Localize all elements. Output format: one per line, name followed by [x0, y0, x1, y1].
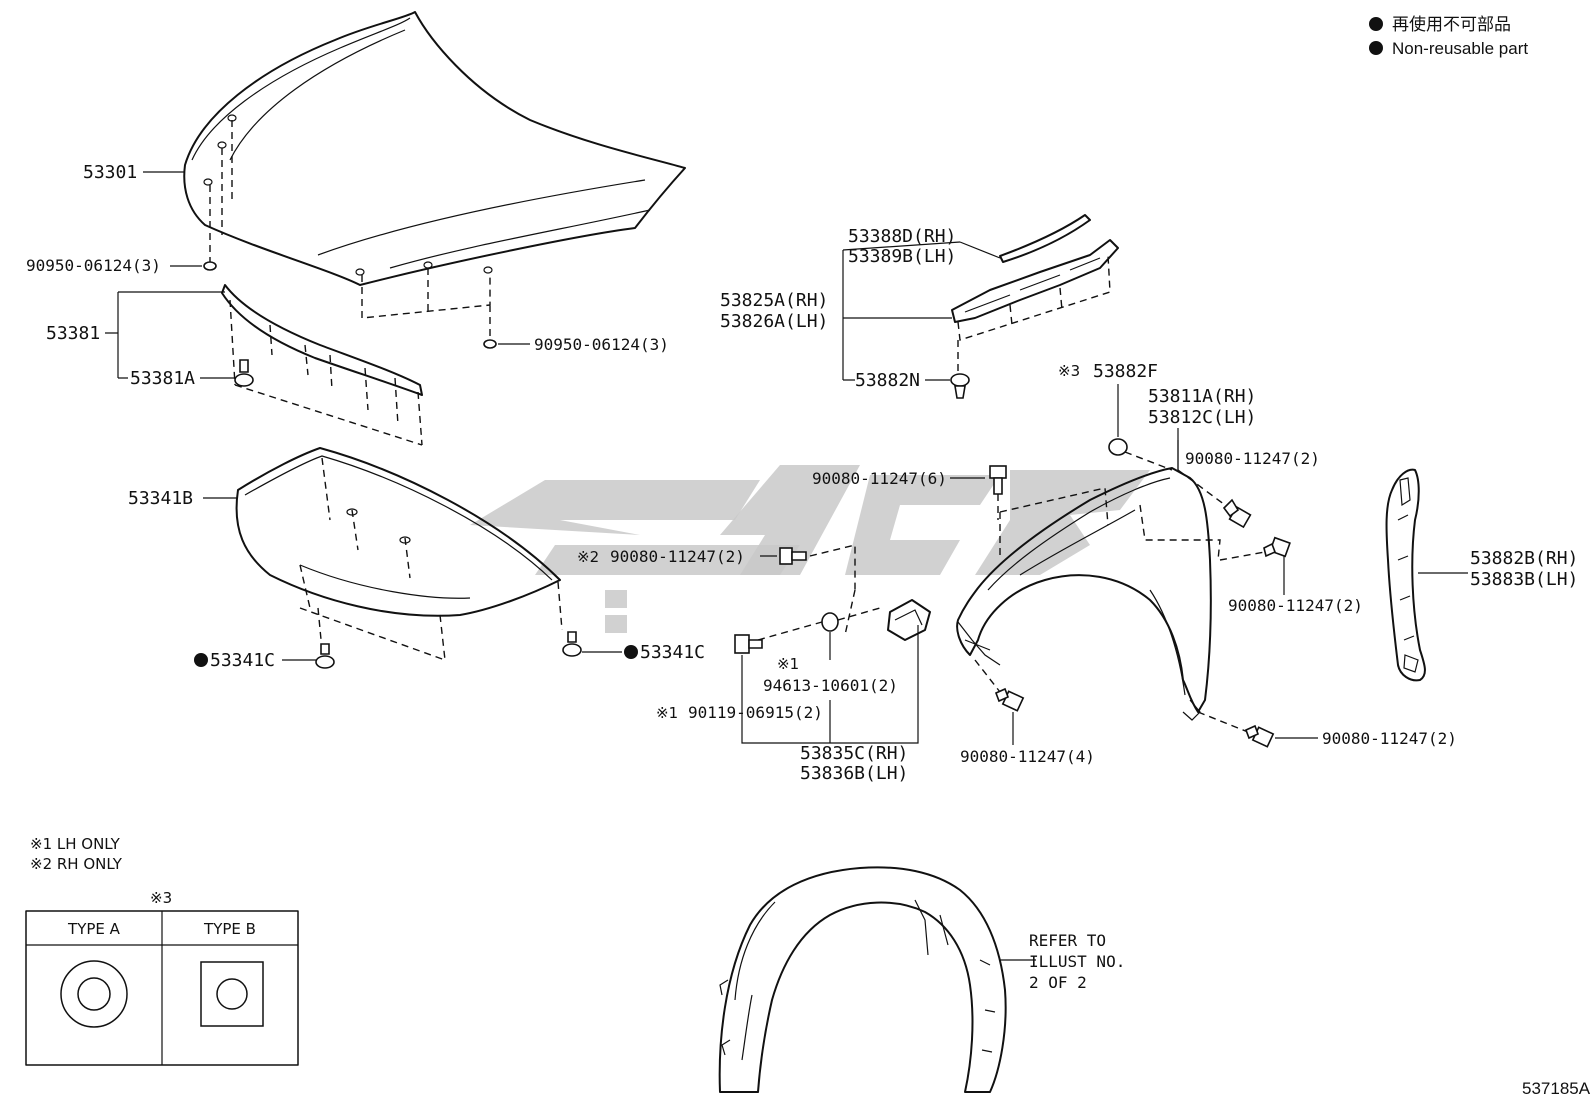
- label-bracket-rh: 53835C(RH): [800, 743, 908, 764]
- label-bolt-top-right: 90080-11247(2): [1185, 449, 1320, 468]
- clip-icon: [562, 631, 582, 657]
- type-b-label: TYPE B: [203, 920, 256, 938]
- hood-insulator-part: [235, 447, 563, 661]
- label-fender-rh: 53811A(RH): [1148, 386, 1256, 407]
- label-refer-1: REFER TO: [1029, 931, 1106, 950]
- label-hood: 53301: [83, 162, 137, 183]
- type-a-round-clip-icon: [60, 960, 128, 1028]
- hood-seal-part: [221, 284, 423, 446]
- label-bolt-rh-only: 90080-11247(2): [610, 547, 745, 566]
- label-refer-3: 2 OF 2: [1029, 973, 1087, 992]
- label-hood-clip-right: 90950-06124(3): [534, 335, 669, 354]
- label-insulator-clip-right: 53341C: [640, 642, 705, 663]
- label-insulator-clip-left: 53341C: [210, 650, 275, 671]
- label-cowl-rh: 53825A(RH): [720, 290, 828, 311]
- type-a-label: TYPE A: [67, 920, 121, 938]
- washer-icon: [821, 612, 839, 632]
- label-cowl-lh: 53826A(LH): [720, 311, 828, 332]
- label-hood-seal: 53381: [46, 323, 100, 344]
- type-table-mark: ※3: [150, 889, 172, 907]
- clip-icon: [234, 359, 254, 387]
- bolt-icon: [989, 465, 1007, 495]
- label-refer-2: ILLUST NO.: [1029, 952, 1125, 971]
- fender-liner-part: [718, 866, 1007, 1093]
- bolt-icon: [1244, 724, 1275, 748]
- label-bracket-lh: 53836B(LH): [800, 763, 908, 784]
- label-seal-rh: 53388D(RH): [848, 226, 956, 247]
- legend-en: Non-reusable part: [1392, 39, 1528, 58]
- fender-clip-icon: [1108, 438, 1128, 456]
- hood-part: [183, 11, 686, 286]
- label-insulator: 53341B: [128, 488, 193, 509]
- clip-icon: [950, 373, 970, 399]
- front-fender-part: [956, 467, 1221, 721]
- fender-bracket-part: [887, 599, 931, 641]
- bolt-icon: [1222, 498, 1252, 529]
- label-brace-lh: 53883B(LH): [1470, 569, 1578, 590]
- label-bolt-right-mid: 90080-11247(2): [1228, 596, 1363, 615]
- label-seal-lh: 53389B(LH): [848, 246, 956, 267]
- bolt-icon: [994, 687, 1025, 712]
- non-reusable-dot-icon: [1369, 17, 1383, 31]
- label-bolt-bottom: 90080-11247(4): [960, 747, 1095, 766]
- cowl-seal-part: [999, 214, 1091, 263]
- label-hood-clip-left: 90950-06124(3): [26, 256, 161, 275]
- type-b-square-clip-icon: [200, 961, 264, 1027]
- legend-jp: 再使用不可部品: [1392, 14, 1511, 34]
- label-hood-seal-clip: 53381A: [130, 368, 195, 389]
- diagram-id: 537185A: [1522, 1079, 1591, 1098]
- screw-icon: [734, 634, 763, 654]
- non-reusable-dot-icon: [624, 645, 638, 659]
- label-rh-only-mark: ※2: [577, 548, 599, 566]
- bolt-icon: [779, 547, 807, 565]
- label-bolt-bottom-right: 90080-11247(2): [1322, 729, 1457, 748]
- note-lh-only: ※1 LH ONLY: [30, 835, 121, 853]
- non-reusable-dot-icon: [194, 653, 208, 667]
- label-brace-rh: 53882B(RH): [1470, 548, 1578, 569]
- non-reusable-dot-icon: [1369, 41, 1383, 55]
- label-bolt-top: 90080-11247(6): [812, 469, 947, 488]
- cowl-side-panel-part: [951, 239, 1119, 341]
- legend: 再使用不可部品 Non-reusable part: [1369, 14, 1528, 58]
- label-washer-mark: ※1: [777, 655, 799, 673]
- fender-brace-part: [1385, 468, 1426, 682]
- label-washer: 94613-10601(2): [763, 676, 898, 695]
- label-note3-mark: ※3: [1058, 362, 1080, 380]
- label-fender-clip: 53882F: [1093, 361, 1158, 382]
- type-table: ※3 TYPE A TYPE B: [25, 889, 299, 1066]
- watermark-logo: [470, 465, 1150, 633]
- note-rh-only: ※2 RH ONLY: [30, 855, 123, 873]
- hood-clip-icon: [483, 339, 497, 349]
- bolt-icon: [1263, 536, 1291, 558]
- label-screw-lh: 90119-06915(2): [688, 703, 823, 722]
- label-cowl-clip: 53882N: [855, 370, 920, 391]
- label-lh-only-mark: ※1: [656, 704, 678, 722]
- hood-clip-icon: [203, 261, 217, 271]
- label-fender-lh: 53812C(LH): [1148, 407, 1256, 428]
- clip-icon: [315, 643, 335, 669]
